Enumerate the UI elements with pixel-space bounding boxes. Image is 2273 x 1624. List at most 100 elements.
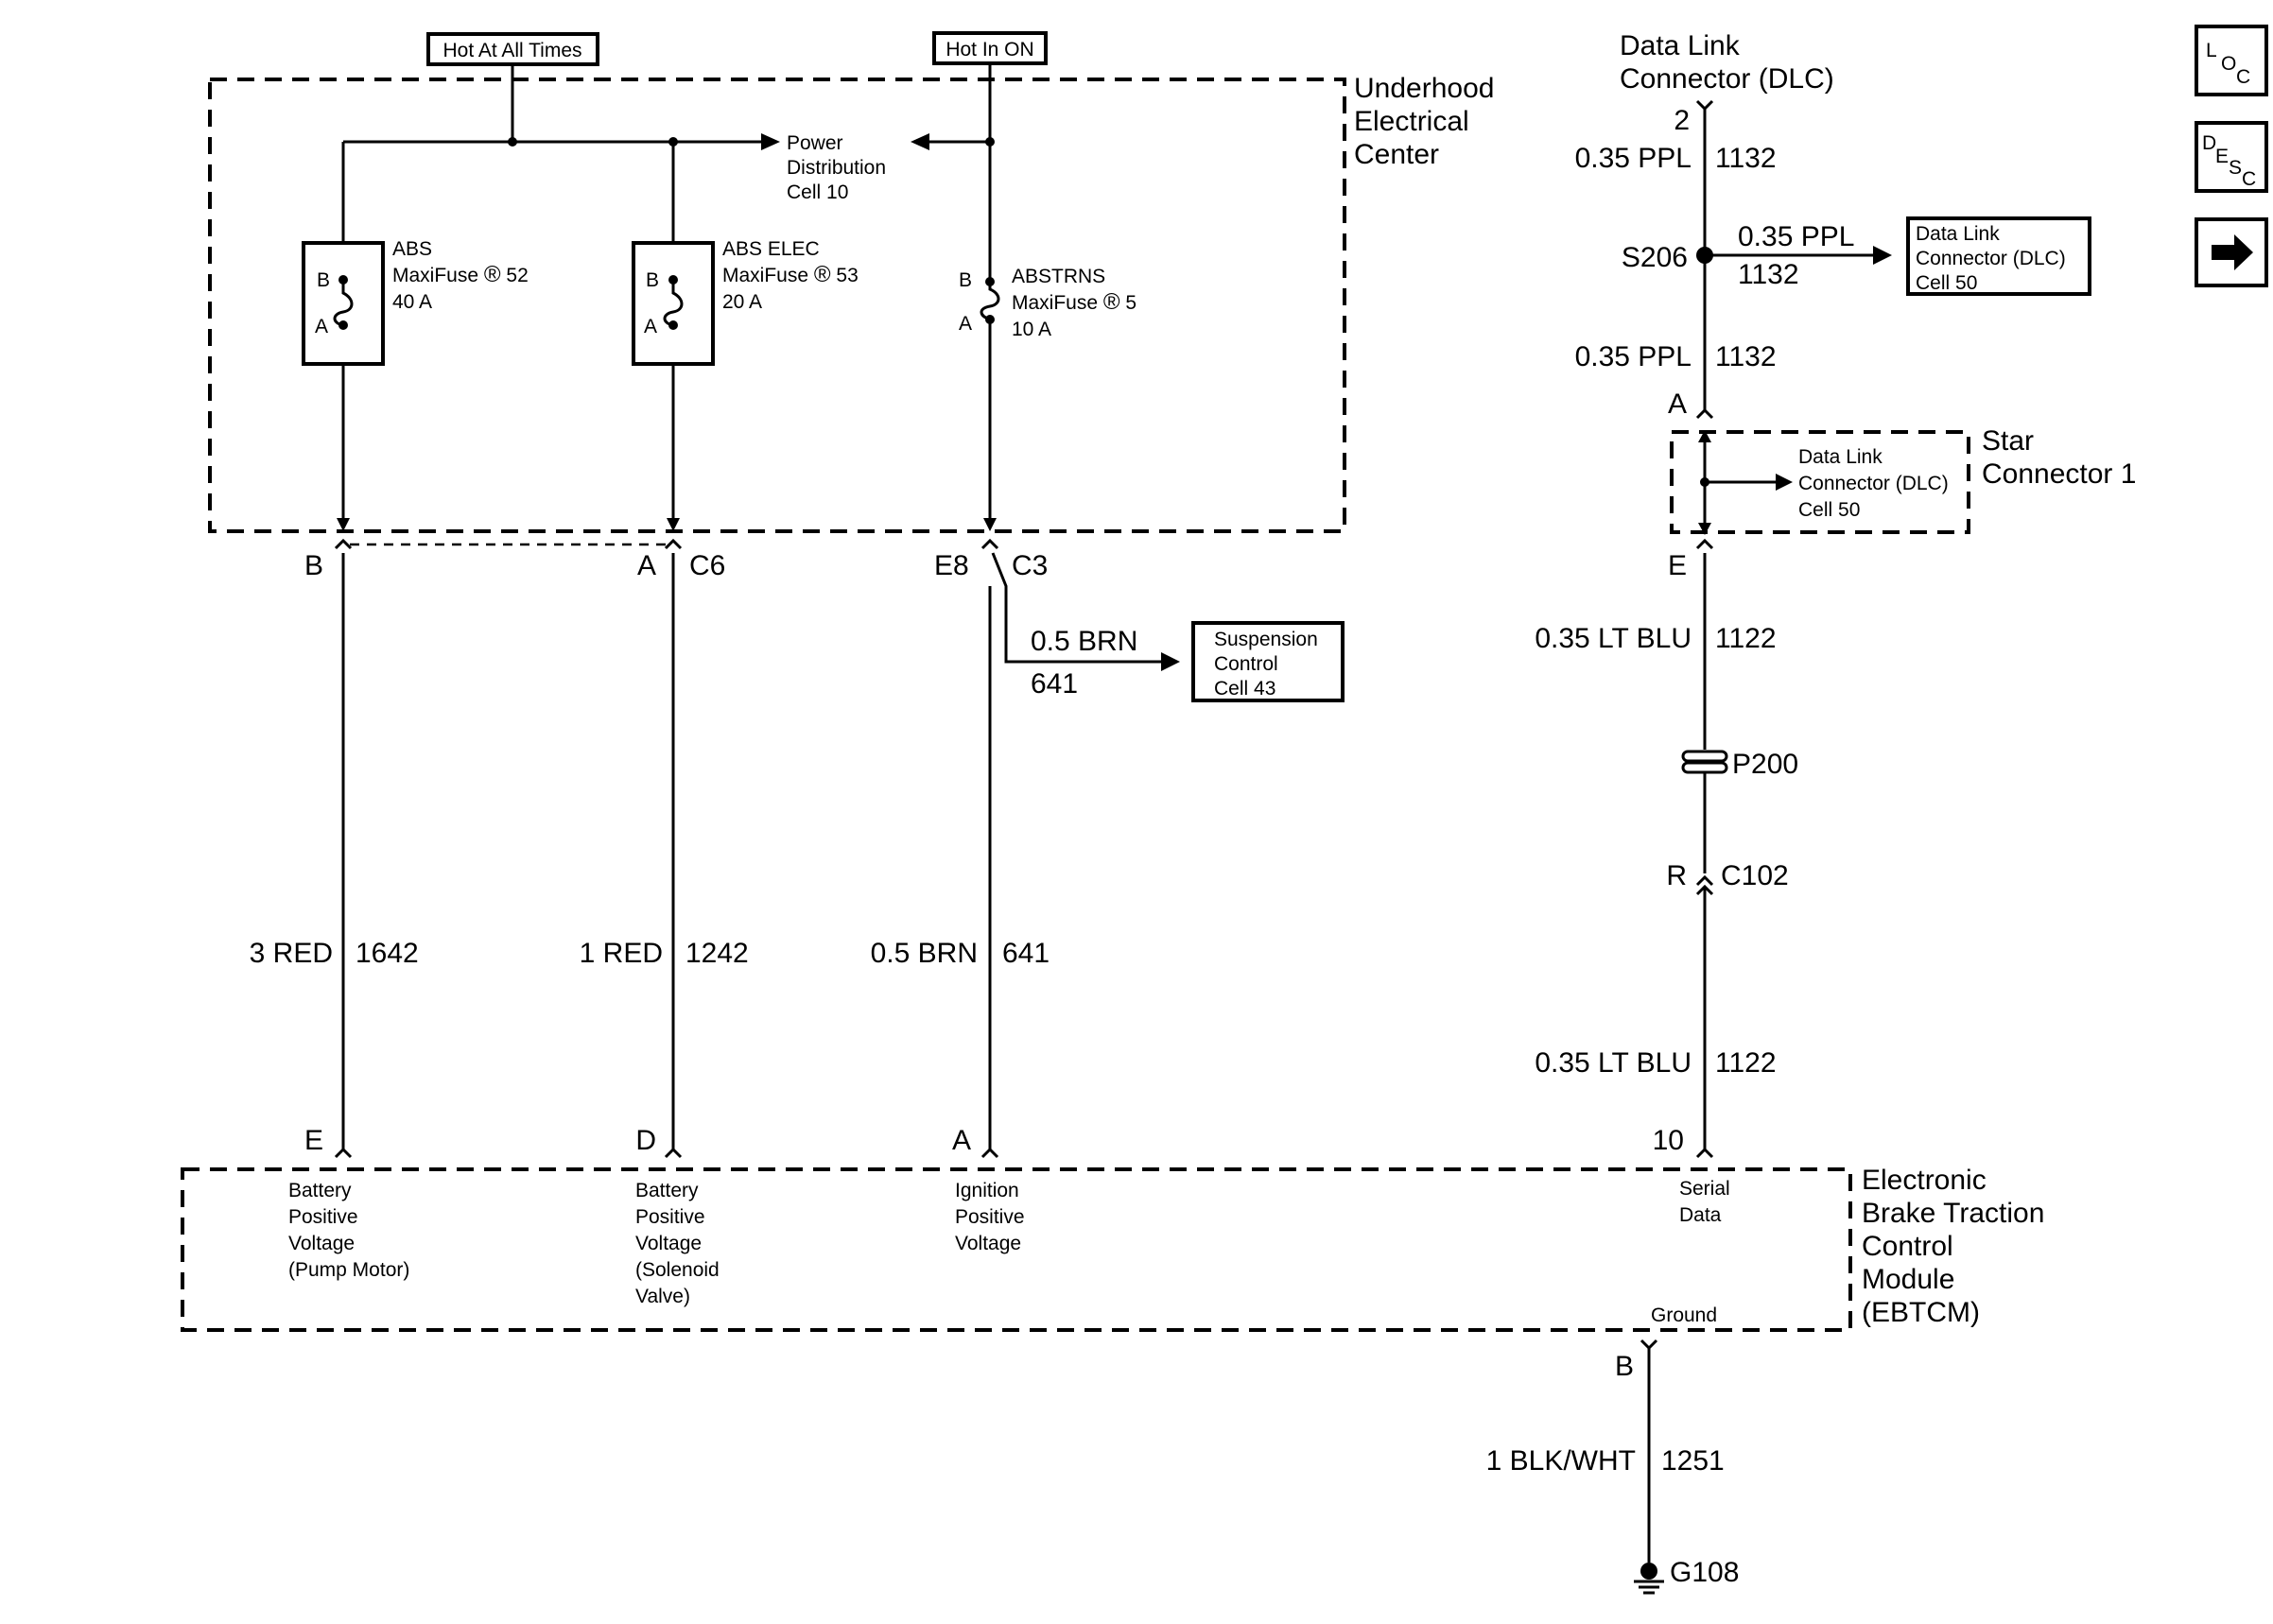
c6-pin-b: B (304, 550, 323, 581)
svg-text:1 RED: 1 RED (580, 938, 663, 969)
svg-text:Positive: Positive (955, 1206, 1025, 1228)
fuse1-pin-a: A (315, 316, 328, 337)
ground-g108-icon (1634, 1563, 1664, 1595)
svg-text:0.35 PPL: 0.35 PPL (1575, 143, 1692, 174)
desc-icon-d: D (2202, 132, 2216, 154)
desc-nav-button[interactable]: D E S C (2195, 121, 2268, 193)
svg-text:Data Link: Data Link (1798, 446, 1883, 468)
svg-text:Hot At All Times: Hot At All Times (442, 40, 581, 61)
loc-icon-o: O (2221, 53, 2236, 75)
svg-text:0.5 BRN: 0.5 BRN (871, 938, 978, 969)
svg-text:Distribution: Distribution (787, 157, 886, 179)
arrow-to-pdc-left (761, 133, 780, 150)
splice-s206-label: S206 (1622, 242, 1688, 273)
svg-text:0.35 PPL: 0.35 PPL (1575, 341, 1692, 372)
svg-text:Module: Module (1862, 1264, 1954, 1295)
svg-text:Battery: Battery (288, 1180, 352, 1201)
dlc-branch-color: 0.35 PPL (1738, 221, 1854, 252)
svg-text:Positive: Positive (635, 1206, 705, 1228)
svg-text:Data Link: Data Link (1620, 30, 1741, 61)
svg-text:Voltage: Voltage (288, 1233, 355, 1254)
svg-text:641: 641 (1002, 938, 1050, 969)
loc-nav-button[interactable]: L O C (2195, 25, 2268, 96)
svg-text:1122: 1122 (1715, 623, 1777, 654)
dlc-cell50-ref-top[interactable]: Data Link Connector (DLC) Cell 50 (1906, 216, 2091, 296)
dlc-wire1-label: 0.35 PPL 1132 (1575, 143, 1777, 174)
svg-text:1132: 1132 (1715, 143, 1777, 174)
underhood-electrical-center-box (208, 78, 1346, 533)
svg-text:ABS ELEC: ABS ELEC (722, 238, 820, 260)
svg-text:Underhood: Underhood (1354, 73, 1494, 104)
ground-g108-label: G108 (1670, 1557, 1739, 1588)
p200-pass-through (1681, 750, 1728, 774)
loc-icon-c: C (2236, 66, 2250, 88)
desc-icon-e: E (2215, 146, 2229, 167)
underhood-electrical-center-label: Underhood Electrical Center (1354, 73, 1494, 170)
fuse1-pin-b: B (317, 269, 330, 291)
c3-pin-e8: E8 (934, 550, 969, 581)
svg-text:Center: Center (1354, 139, 1439, 170)
ebtcm-pin-e: E (304, 1125, 323, 1156)
svg-text:Connector 1: Connector 1 (1982, 458, 2136, 490)
dlc-cell50-ref-star[interactable]: Data Link Connector (DLC) Cell 50 (1798, 446, 1949, 521)
ebtcm-pin-d: D (635, 1125, 656, 1156)
svg-text:1132: 1132 (1715, 341, 1777, 372)
svg-text:ABSTRNS: ABSTRNS (1012, 266, 1105, 287)
suspension-control-ref[interactable]: Suspension Control Cell 43 (1191, 621, 1345, 702)
arrow-right-icon (2212, 234, 2253, 270)
fuse3-pin-b: B (959, 269, 972, 291)
desc-icon-s: S (2229, 157, 2242, 179)
next-page-button[interactable] (2195, 217, 2268, 287)
svg-text:1122: 1122 (1715, 1047, 1777, 1079)
star-pin-a: A (1668, 389, 1687, 420)
svg-text:Connector (DLC): Connector (DLC) (1916, 248, 2066, 269)
ebtcm-pin-e-desc: Battery Positive Voltage (Pump Motor) (288, 1180, 409, 1281)
svg-text:MaxiFuse ® 5: MaxiFuse ® 5 (1012, 289, 1136, 315)
star-pin-e: E (1668, 550, 1687, 581)
svg-text:Data: Data (1679, 1204, 1722, 1226)
ebtcm-pin-d-desc: Battery Positive Voltage (Solenoid Valve… (635, 1180, 720, 1307)
ground-wire-label: 1 BLK/WHT 1251 (1486, 1445, 1725, 1477)
ebtcm-pin-10: 10 (1653, 1125, 1684, 1156)
abs-maxifuse-52 (302, 241, 385, 366)
svg-text:Battery: Battery (635, 1180, 699, 1201)
svg-text:Connector (DLC): Connector (DLC) (1798, 473, 1949, 494)
svg-text:(Pump Motor): (Pump Motor) (288, 1259, 409, 1281)
abs-elec-maxifuse-53 (632, 241, 715, 366)
svg-text:Electrical: Electrical (1354, 106, 1469, 137)
p200-label: P200 (1732, 749, 1798, 780)
svg-text:0.35 LT BLU: 0.35 LT BLU (1535, 623, 1692, 654)
fuse2-pin-a: A (644, 316, 657, 337)
dlc-title: Data Link Connector (DLC) (1620, 30, 1834, 95)
fuse3-label: ABSTRNS MaxiFuse ® 5 10 A (1012, 266, 1136, 340)
svg-text:Cell 43: Cell 43 (1214, 678, 1275, 700)
svg-text:Connector (DLC): Connector (DLC) (1620, 63, 1834, 95)
svg-text:(Solenoid: (Solenoid (635, 1259, 720, 1281)
dlc-wire2-label: 0.35 PPL 1132 (1575, 341, 1777, 372)
dlc-pin-2: 2 (1674, 105, 1690, 136)
svg-text:Star: Star (1982, 425, 2034, 457)
hot-in-on-label: Hot In ON (932, 31, 1048, 65)
desc-icon-c: C (2242, 168, 2256, 190)
svg-text:Cell 50: Cell 50 (1798, 499, 1860, 521)
star-connector-1-box (1670, 430, 1970, 534)
ebtcm-pin-a-desc: Ignition Positive Voltage (955, 1180, 1025, 1254)
svg-text:Ignition: Ignition (955, 1180, 1019, 1201)
svg-text:Control: Control (1214, 653, 1278, 675)
svg-text:Power: Power (787, 132, 843, 154)
wire-1642-label: 3 RED 1642 (250, 938, 419, 969)
svg-text:1642: 1642 (356, 938, 419, 969)
svg-text:(EBTCM): (EBTCM) (1862, 1297, 1980, 1328)
svg-text:1242: 1242 (685, 938, 749, 969)
ebtcm-ground-label: Ground (1651, 1304, 1717, 1326)
svg-text:1 BLK/WHT: 1 BLK/WHT (1486, 1445, 1636, 1477)
svg-text:Electronic: Electronic (1862, 1165, 1987, 1196)
ebtcm-pin-a: A (952, 1125, 971, 1156)
wire-641-label: 0.5 BRN 641 (871, 938, 1050, 969)
c6-connector-label: C6 (689, 550, 725, 581)
svg-text:Serial: Serial (1679, 1178, 1730, 1200)
svg-text:0.35 LT BLU: 0.35 LT BLU (1535, 1047, 1692, 1079)
fuse3-pin-a: A (959, 313, 972, 335)
star-connector-1-label: Star Connector 1 (1982, 425, 2136, 490)
